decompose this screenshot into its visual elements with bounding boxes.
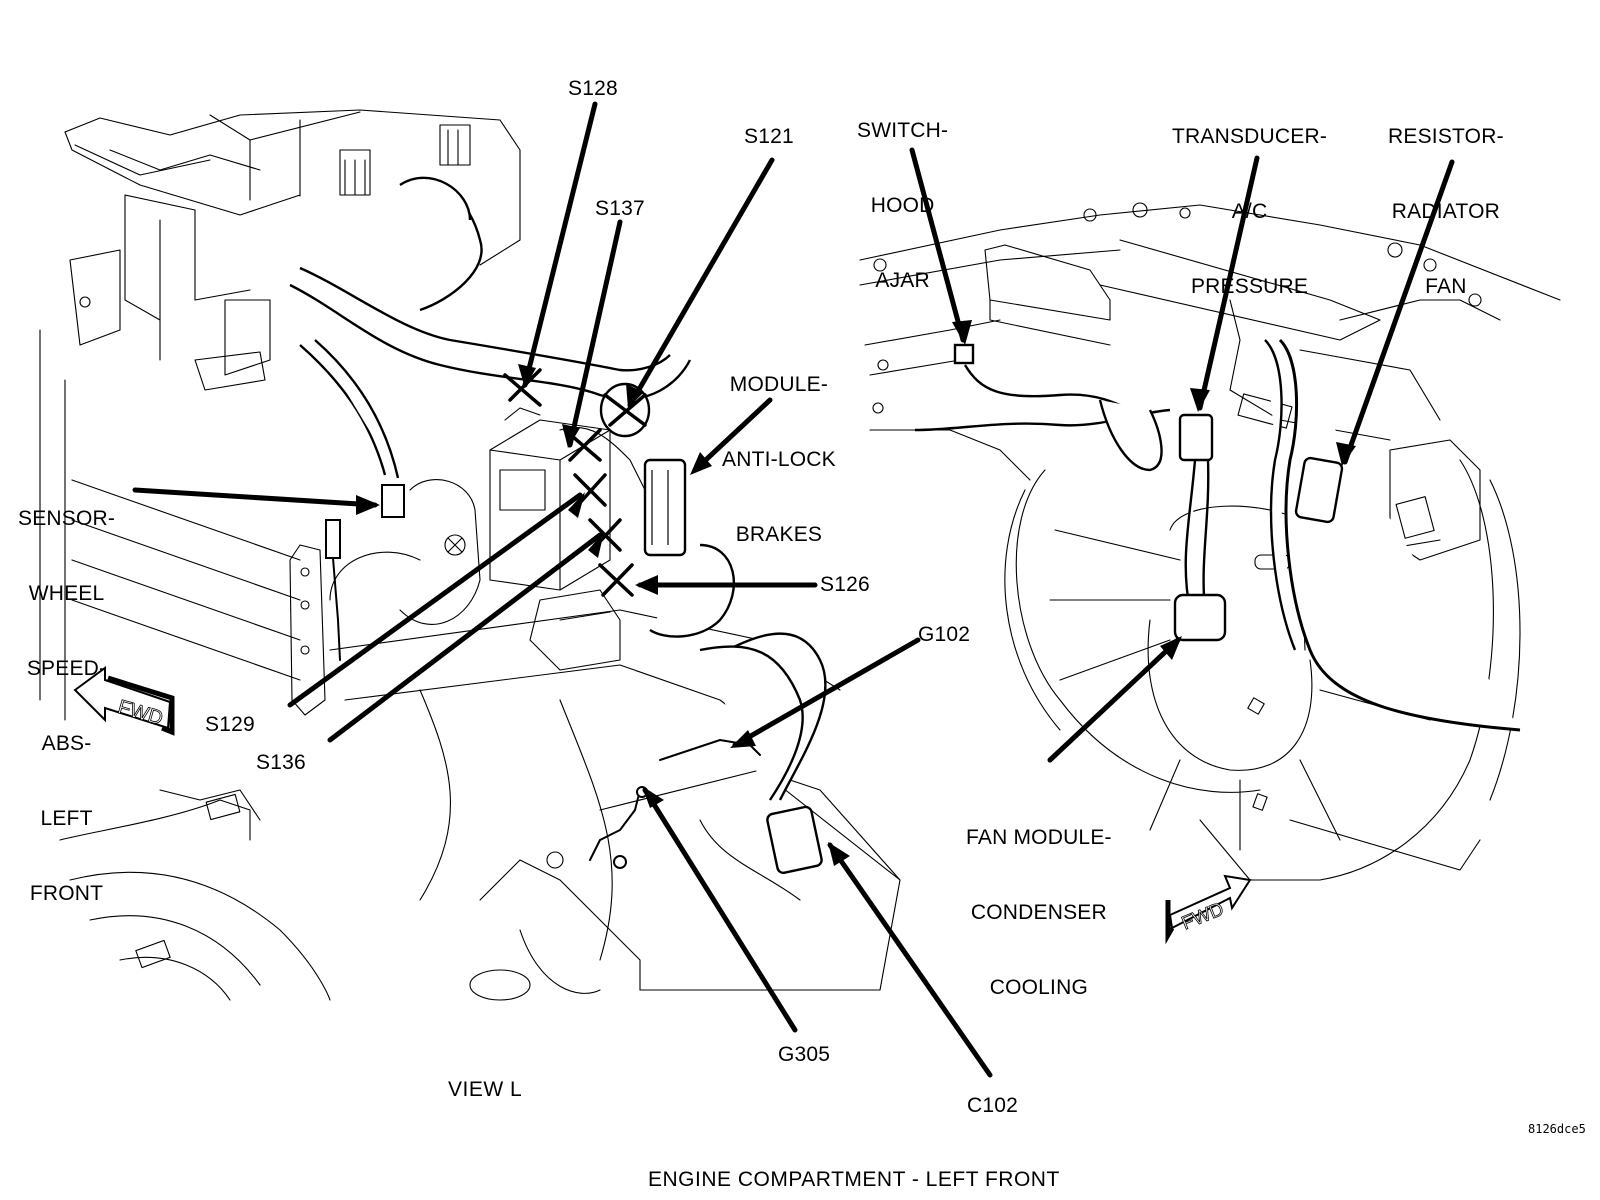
callout-c102: C102 [967, 1094, 1019, 1117]
callout-line: A/C [1231, 200, 1268, 223]
callout-s136: S136 [256, 751, 306, 774]
callout-line: CONDENSER [970, 901, 1107, 924]
callout-module-anti-lock-brakes: MODULE- ANTI-LOCK BRAKES [722, 322, 836, 572]
callout-line: SENSOR- [18, 507, 116, 530]
callout-line: SWITCH- [857, 119, 949, 142]
callout-resistor-radiator-fan: RESISTOR- RADIATOR FAN [1388, 74, 1504, 324]
callout-line: WHEEL [28, 582, 105, 605]
callout-line: COOLING [989, 976, 1088, 999]
callout-transducer-ac-pressure: TRANSDUCER- A/C PRESSURE [1172, 74, 1327, 324]
callout-g102: G102 [918, 623, 971, 646]
view-label: VIEW L [448, 1078, 523, 1101]
callout-line: PRESSURE [1190, 275, 1309, 298]
callout-line: FRONT [29, 882, 104, 905]
right-view-drawing [859, 202, 1561, 881]
callout-line: AJAR [875, 269, 930, 292]
callout-s129: S129 [205, 713, 255, 736]
callout-sensor-wheel-speed-abs-left-front: SENSOR- WHEEL SPEED- ABS- LEFT FRONT [18, 456, 115, 931]
callout-s126: S126 [820, 573, 870, 596]
callout-line: RESISTOR- [1388, 125, 1504, 148]
callout-s137: S137 [595, 197, 645, 220]
callout-line: MODULE- [729, 373, 829, 396]
callout-s121: S121 [744, 125, 794, 148]
callout-line: FAN MODULE- [966, 826, 1112, 849]
left-leader-lines [132, 101, 993, 1078]
right-harness [914, 338, 1521, 732]
callout-line: HOOD [870, 194, 935, 217]
fwd-arrow-right-icon: FWD [1165, 874, 1252, 945]
callout-line: ABS- [41, 732, 92, 755]
callout-line: FAN [1425, 275, 1467, 298]
callout-line: RADIATOR [1391, 200, 1500, 223]
right-leader-lines [909, 147, 1455, 763]
callout-line: TRANSDUCER- [1172, 125, 1328, 148]
figure-title: ENGINE COMPARTMENT - LEFT FRONT [648, 1168, 1060, 1191]
callout-switch-hood-ajar: SWITCH- HOOD AJAR [857, 68, 948, 318]
figure-code: 8126dce5 [1528, 1122, 1586, 1136]
callout-line: SPEED- [26, 657, 107, 680]
callout-line: LEFT [40, 807, 93, 830]
callout-s128: S128 [568, 77, 618, 100]
callout-g305: G305 [778, 1043, 831, 1066]
callout-line: BRAKES [735, 523, 823, 546]
callout-fan-module-condenser-cooling: FAN MODULE- CONDENSER COOLING [966, 775, 1112, 1025]
callout-line: ANTI-LOCK [722, 448, 836, 471]
